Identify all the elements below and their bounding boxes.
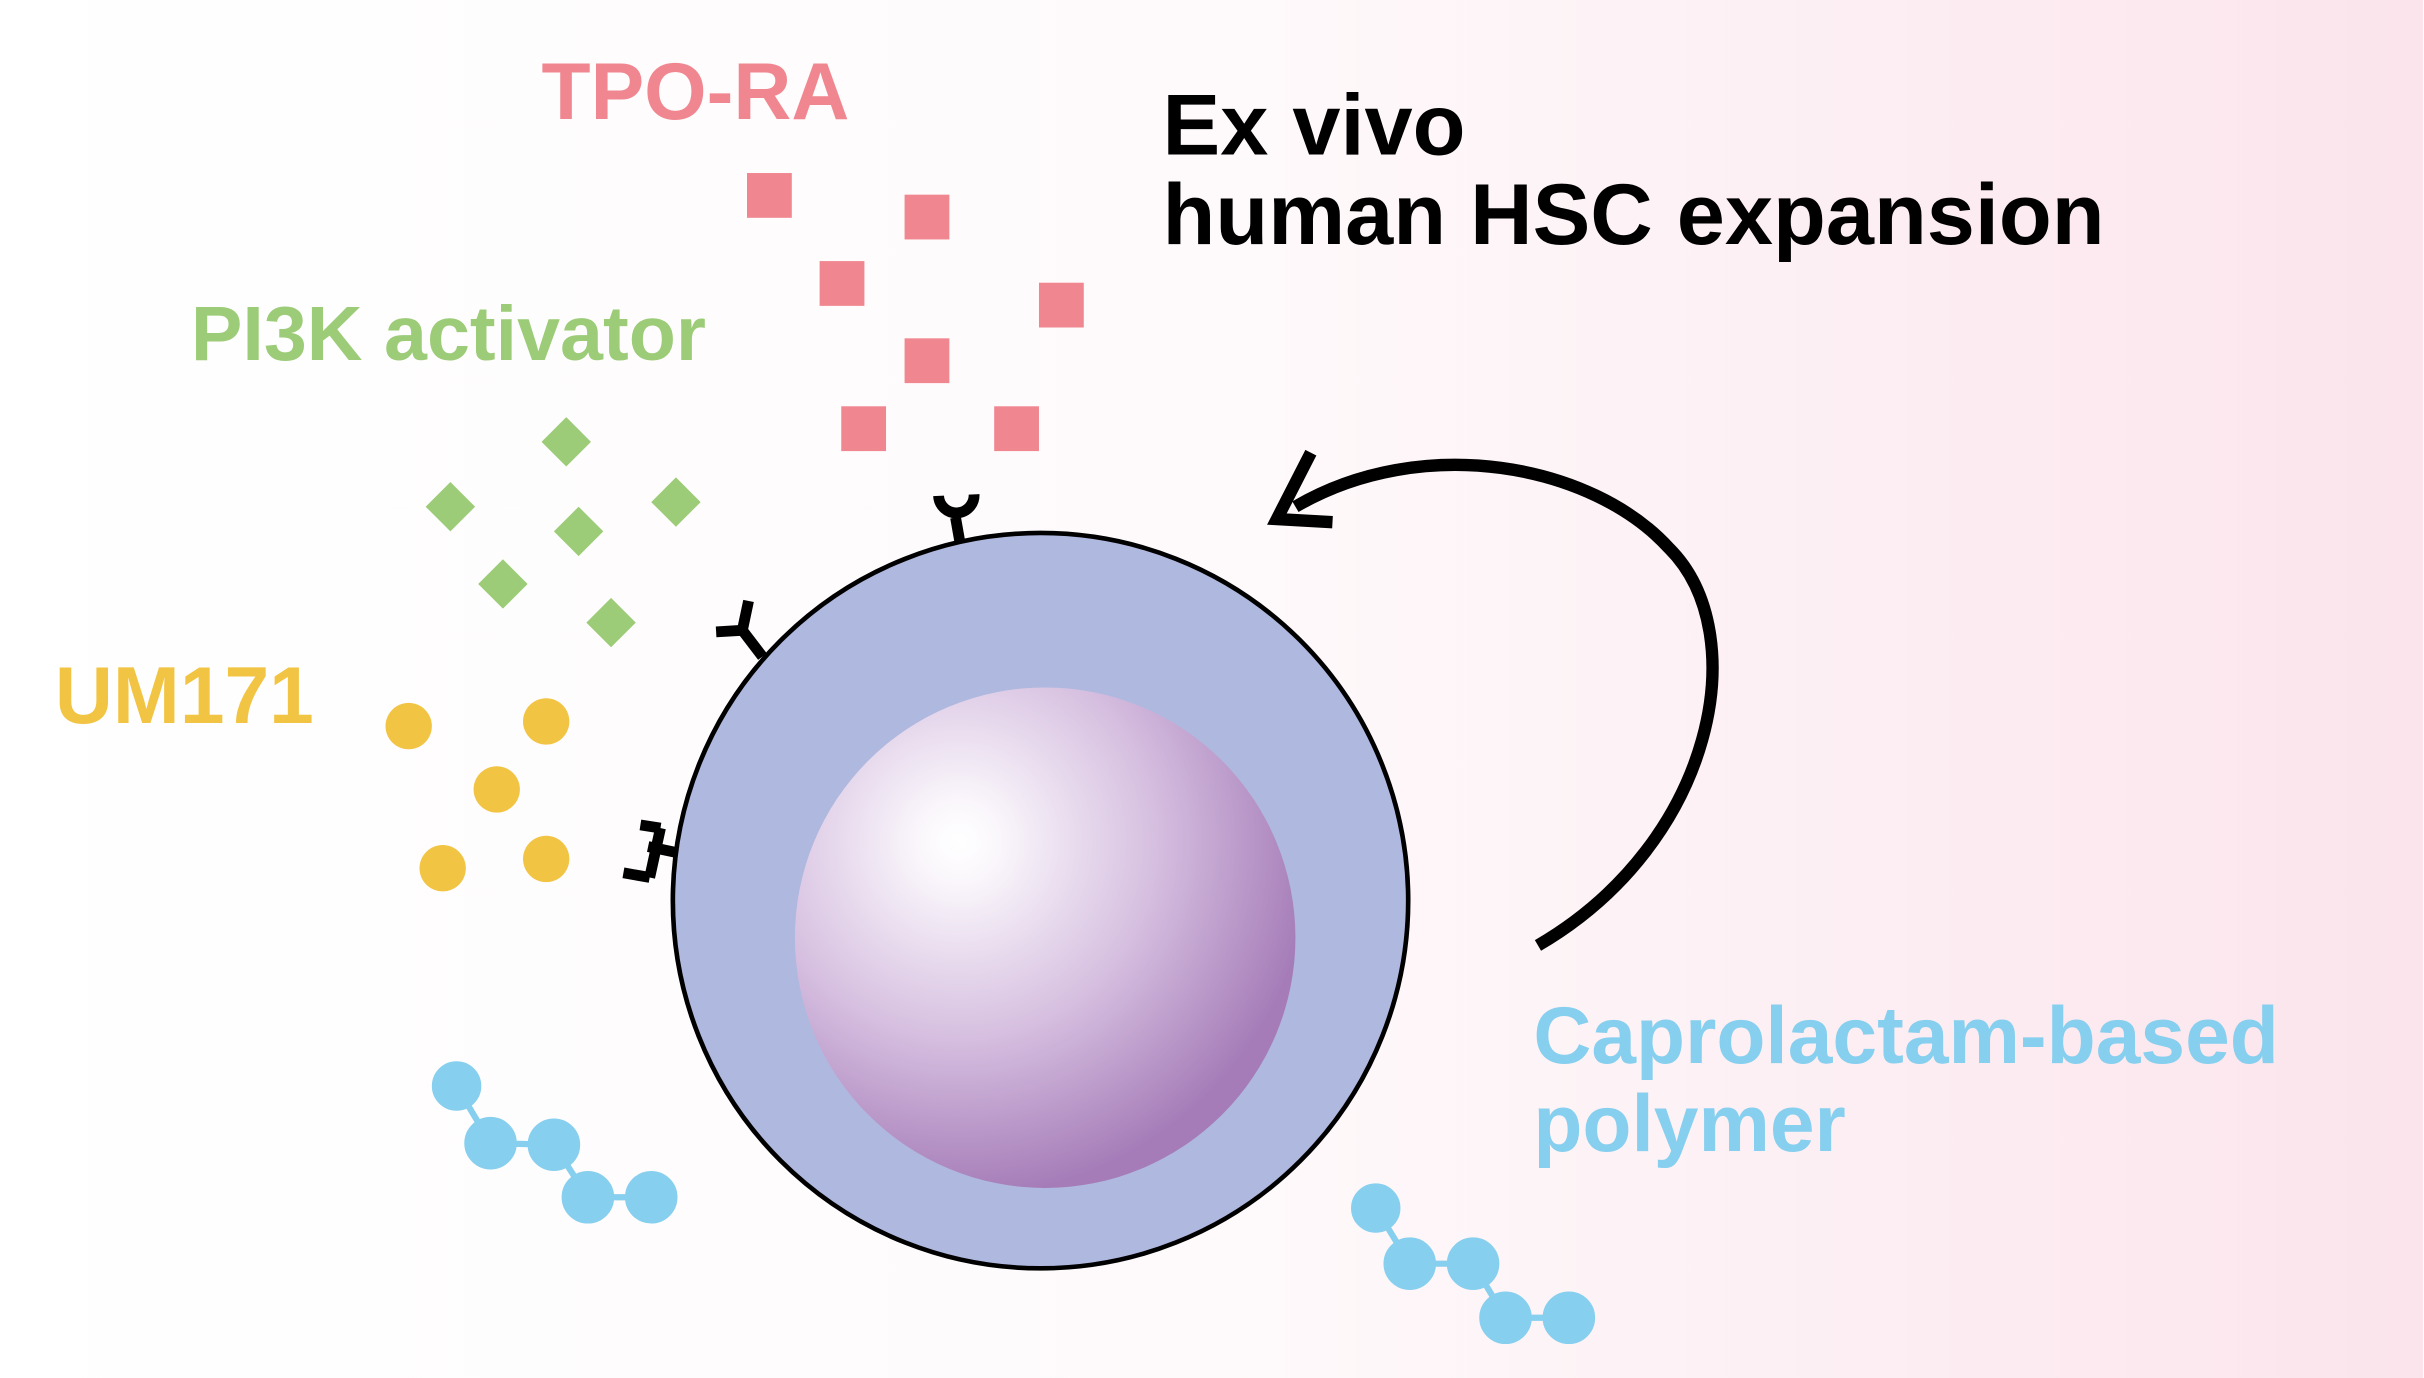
polymer-chain <box>1351 1183 1596 1345</box>
pi3k-diamond <box>425 481 476 532</box>
pi3k-diamond <box>478 559 528 609</box>
polymer-label-line2: polymer <box>1533 1079 1846 1169</box>
polymer-chain <box>431 1061 678 1224</box>
um171-dot <box>523 698 570 745</box>
cup-receptor-icon <box>933 494 980 545</box>
tpo-ra-square <box>819 261 865 306</box>
tpo-ra-square <box>904 194 950 240</box>
tpo-ra-label: TPO-RA <box>542 47 850 137</box>
receptors <box>622 494 980 883</box>
title-line1: Ex vivo <box>1163 77 1466 173</box>
self-renewal-arrow-icon <box>1267 449 1719 951</box>
tpo-ra-square <box>1038 282 1084 328</box>
pi3k-diamond <box>553 506 604 557</box>
y-receptor-icon <box>715 599 767 660</box>
um171-molecules <box>385 698 570 892</box>
um171-dot <box>523 835 570 883</box>
um171-label: UM171 <box>55 651 314 741</box>
pi3k-activator-label: PI3K activator <box>191 291 706 377</box>
tpo-ra-molecules <box>747 173 1084 452</box>
um171-dot <box>385 702 432 750</box>
polymer-label-line1: Caprolactam-based <box>1533 991 2279 1081</box>
t-receptor-icon <box>622 819 679 883</box>
cell-nucleus <box>794 687 1296 1188</box>
um171-dot <box>473 766 520 813</box>
title-line2: human HSC expansion <box>1163 167 2105 263</box>
tpo-ra-square <box>841 406 887 452</box>
tpo-ra-square <box>904 338 950 384</box>
pi3k-diamond <box>586 597 636 648</box>
tpo-ra-square <box>747 173 792 218</box>
um171-dot <box>419 845 466 892</box>
tpo-ra-square <box>994 406 1039 452</box>
